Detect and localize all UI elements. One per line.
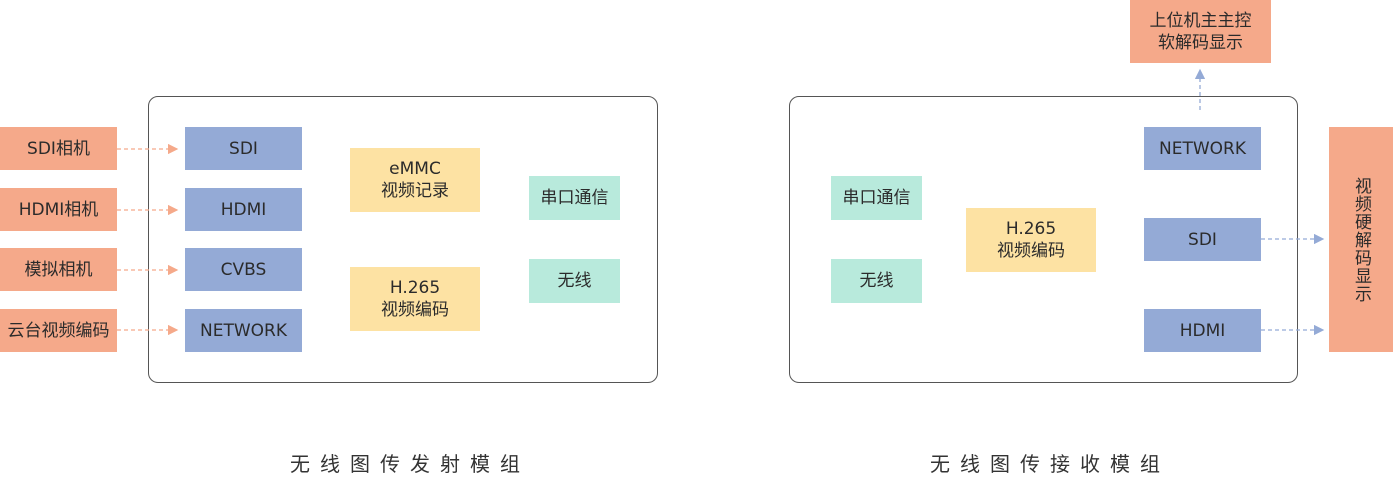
- source-analog-camera: 模拟相机: [0, 248, 117, 291]
- rx-interface-hdmi: HDMI: [1144, 309, 1261, 352]
- rx-serial-communication: 串口通信: [831, 176, 922, 220]
- tx-serial-communication: 串口通信: [529, 176, 620, 220]
- rx-hardware-decode-display: 视频硬解码显示: [1329, 127, 1393, 352]
- rx-wireless: 无线: [831, 259, 922, 303]
- rx-h265-codec: H.265 视频编码: [966, 208, 1096, 272]
- tx-interface-sdi: SDI: [185, 127, 302, 170]
- tx-h265-encoder: H.265 视频编码: [350, 267, 480, 331]
- source-sdi-camera: SDI相机: [0, 127, 117, 170]
- tx-wireless: 无线: [529, 259, 620, 303]
- rx-interface-sdi: SDI: [1144, 218, 1261, 261]
- tx-interface-cvbs: CVBS: [185, 248, 302, 291]
- receiver-caption: 无线图传接收模组: [930, 452, 1170, 476]
- tx-interface-hdmi: HDMI: [185, 188, 302, 231]
- tx-interface-network: NETWORK: [185, 309, 302, 352]
- source-hdmi-camera: HDMI相机: [0, 188, 117, 231]
- transmitter-module-frame: [148, 96, 658, 383]
- source-ptz-encoder: 云台视频编码: [0, 309, 117, 352]
- tx-emmc-recording: eMMC 视频记录: [350, 148, 480, 212]
- rx-interface-network: NETWORK: [1144, 127, 1261, 170]
- rx-host-software-decode: 上位机主主控 软解码显示: [1130, 0, 1271, 63]
- transmitter-caption: 无线图传发射模组: [290, 452, 530, 476]
